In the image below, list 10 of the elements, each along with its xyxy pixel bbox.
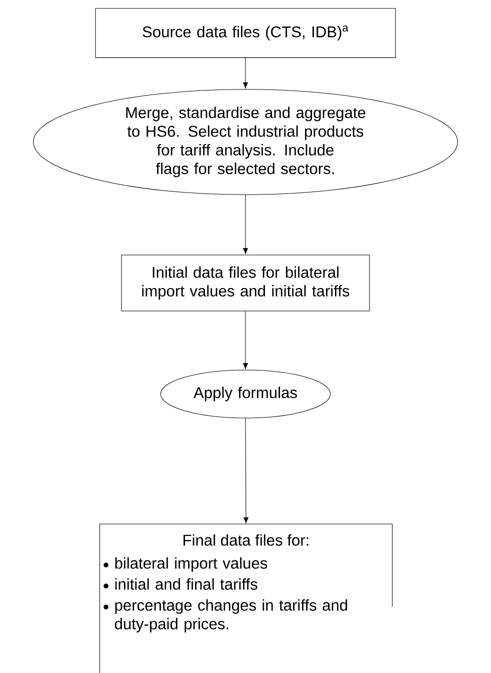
arrow — [244, 418, 248, 524]
list-item: percentage changes in tariffs and duty-paid prices. — [114, 599, 348, 632]
arrow — [243, 58, 248, 88]
list-item: initial and final tariffs — [115, 578, 258, 590]
process-box: Source data files (CTS, IDB)$^{a}$ — [95, 8, 396, 58]
arrow — [243, 311, 248, 369]
arrow — [243, 194, 248, 254]
list-item: bilateral import values — [115, 557, 268, 572]
box-heading: Final data files for: — [184, 534, 308, 546]
process-box: Initial data files for bilateral import values and initial tariffs — [121, 254, 370, 312]
